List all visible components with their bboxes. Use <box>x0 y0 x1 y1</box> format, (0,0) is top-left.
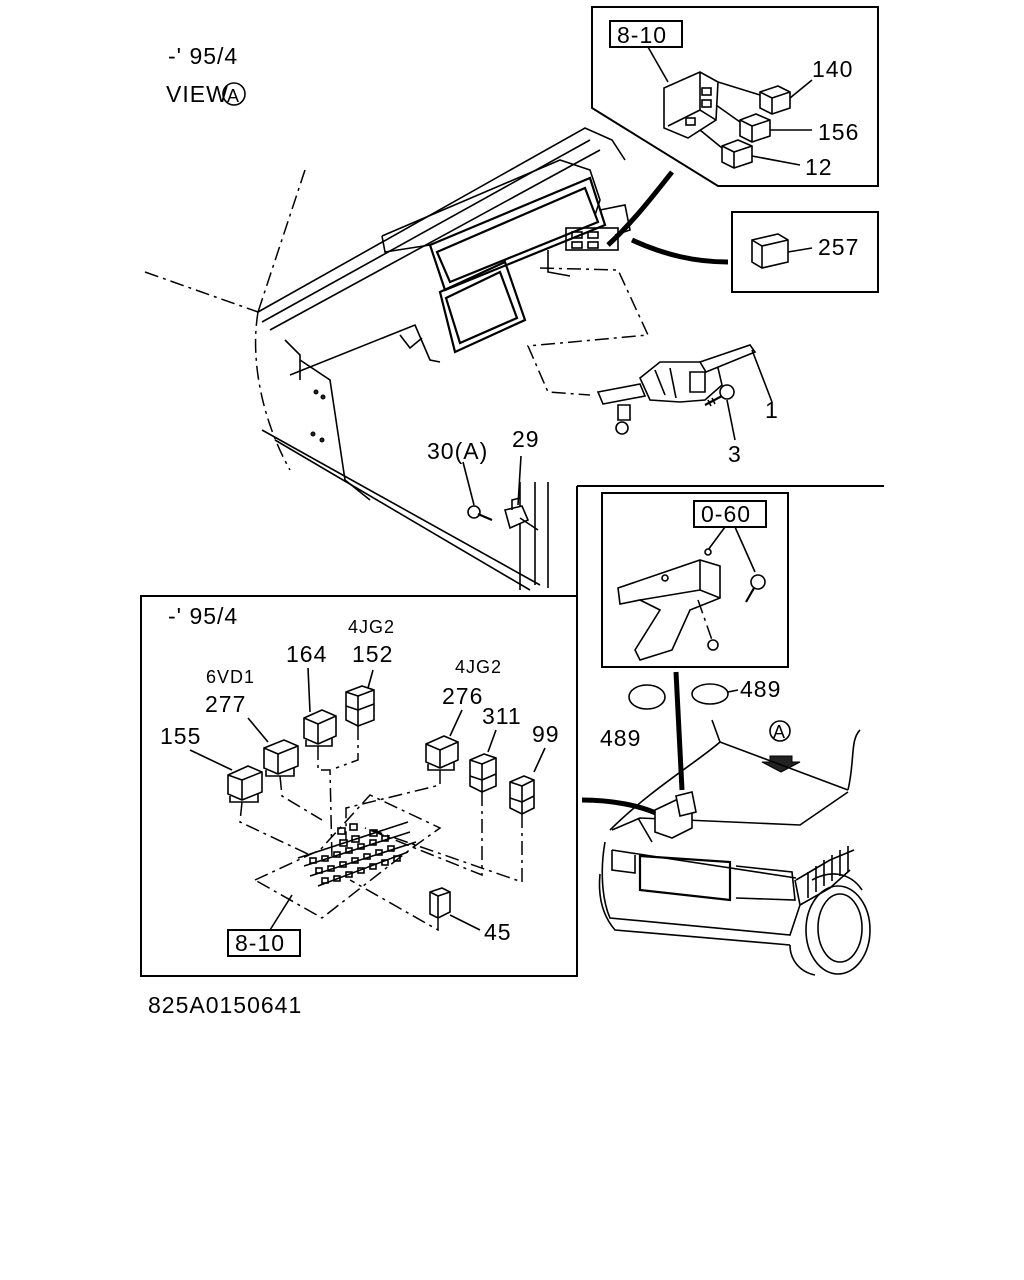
ref-box-8-10-bottom <box>227 929 301 957</box>
relay-12 <box>721 139 753 169</box>
fuse-block-cells <box>309 823 401 884</box>
view-marker-circle <box>222 82 246 106</box>
ref-label-0-60: 0-60 <box>701 501 751 527</box>
part-label-156: 156 <box>818 119 859 145</box>
relay-156 <box>739 113 771 143</box>
date-code: -' 95/4 <box>168 43 238 69</box>
bracket-inset: 0-60 <box>576 485 884 668</box>
caps-489: 489 489 <box>600 676 781 751</box>
leader-29 <box>517 455 522 506</box>
part-label-29: 29 <box>512 426 540 452</box>
part-label-164: 164 <box>286 641 327 667</box>
part-label-45: 45 <box>484 919 512 945</box>
dashboard-drawing <box>144 127 650 591</box>
variant-label-6vd1: 6VD1 <box>206 667 255 687</box>
callout-line-clip <box>630 237 729 265</box>
relay-140 <box>759 85 791 115</box>
part-label-140: 140 <box>812 56 853 82</box>
part-label-12: 12 <box>805 154 833 180</box>
screw-part <box>704 384 735 407</box>
part-label-1: 1 <box>765 397 779 423</box>
leader-30a <box>462 461 475 506</box>
inset-date-code: -' 95/4 <box>168 603 238 629</box>
leader-3 <box>726 399 736 441</box>
combination-switch <box>596 344 757 435</box>
view-label: VIEW <box>166 81 229 107</box>
part-label-3: 3 <box>728 441 742 467</box>
callout-line-relay <box>581 797 662 818</box>
drawing-number: 825A0150641 <box>148 992 302 1018</box>
part-label-489-right: 489 <box>740 676 781 702</box>
ref-box-8-10-top <box>609 20 683 48</box>
part-label-257: 257 <box>818 234 859 260</box>
relay-inset: -' 95/4 4JG2 6VD1 4JG2 164 152 277 276 3… <box>140 595 578 977</box>
callout-line-bracket <box>673 671 685 791</box>
arrow-down-icon <box>761 755 801 773</box>
ref-label-8-10-top: 8-10 <box>617 22 667 48</box>
leader-1 <box>751 349 773 403</box>
part-label-155: 155 <box>160 723 201 749</box>
ref-label-8-10-bottom: 8-10 <box>235 930 285 956</box>
part-label-99: 99 <box>532 721 560 747</box>
view-a-marker: A <box>773 722 786 742</box>
fastener-part <box>467 497 539 531</box>
part-label-30a: 30(A) <box>427 438 488 464</box>
clip-inset: 257 <box>731 211 879 293</box>
view-a-circle <box>769 720 791 742</box>
part-label-276: 276 <box>442 683 483 709</box>
truck-front <box>598 719 871 976</box>
part-label-311: 311 <box>482 703 522 729</box>
variant-label-4jg2-a: 4JG2 <box>348 617 395 637</box>
variant-label-4jg2-b: 4JG2 <box>455 657 502 677</box>
ref-box-0-60 <box>693 500 767 528</box>
callout-line-top <box>606 170 674 247</box>
part-label-489-left: 489 <box>600 725 641 751</box>
part-label-152: 152 <box>352 641 393 667</box>
view-marker: A <box>227 86 240 106</box>
part-label-277: 277 <box>205 691 246 717</box>
relay-block-inset: 8-10 140 156 12 <box>591 6 879 187</box>
